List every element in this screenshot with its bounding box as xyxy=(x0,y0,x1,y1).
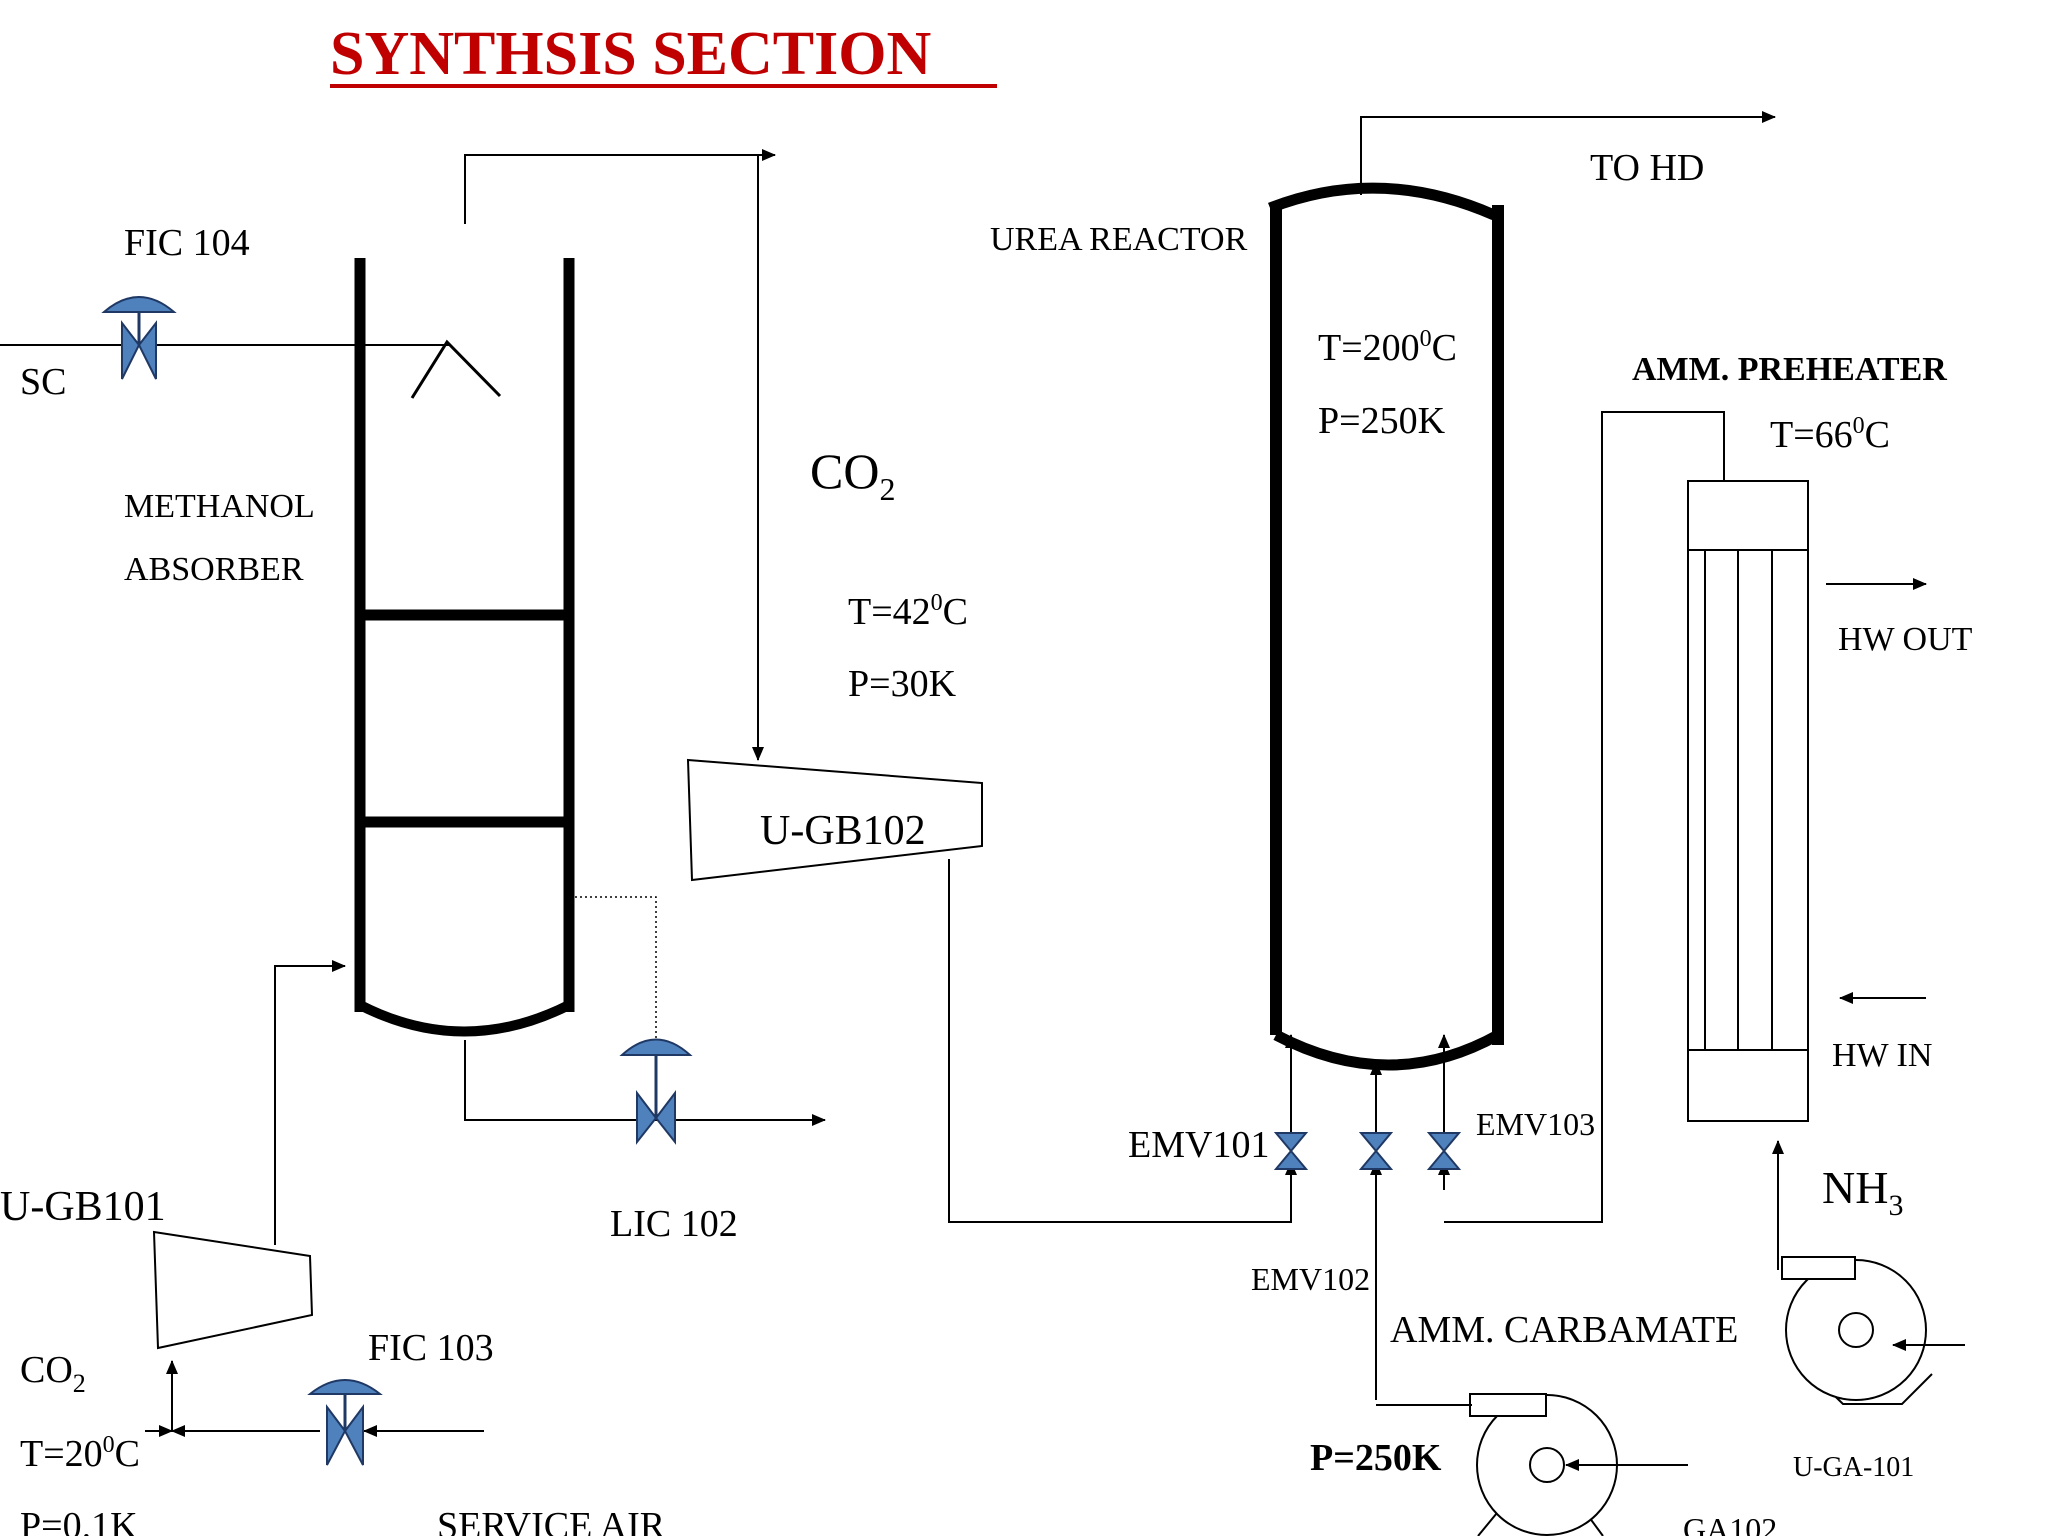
uga101-pump xyxy=(1781,1256,1933,1405)
lic102-control-valve[interactable] xyxy=(619,1038,693,1145)
absorber-pressure-label: P=30K xyxy=(848,663,957,705)
lic102-label: LIC 102 xyxy=(610,1203,738,1245)
emv103-valve[interactable] xyxy=(1426,1132,1462,1170)
co2-main-label: CO2 xyxy=(810,443,895,507)
ugb102-compressor xyxy=(686,758,983,882)
absorber-distributor xyxy=(410,339,502,399)
ugb101-label: U-GB101 xyxy=(0,1184,166,1230)
ugb101-compressor xyxy=(152,1230,314,1350)
absorber-overhead-line xyxy=(464,149,776,224)
to-hd-label: TO HD xyxy=(1590,147,1704,189)
feed-pressure-label: P=0.1K xyxy=(20,1505,138,1536)
sc-label: SC xyxy=(20,361,66,403)
fic104-label: FIC 104 xyxy=(124,222,250,264)
lic102-signal-line xyxy=(575,896,657,1048)
diagram-title: SYNTHSIS SECTION xyxy=(330,20,931,88)
fic103-control-valve[interactable] xyxy=(307,1379,383,1466)
fic103-label: FIC 103 xyxy=(368,1327,494,1369)
emv102-valve[interactable] xyxy=(1358,1132,1394,1170)
urea-reactor-label: UREA REACTOR xyxy=(990,221,1248,258)
ugb101-discharge-line xyxy=(274,960,346,1245)
uga101-label: U-GA-101 xyxy=(1793,1452,1914,1483)
hw-out-label: HW OUT xyxy=(1838,621,1973,658)
reactor-overhead-line xyxy=(1360,111,1776,195)
emv101-valve[interactable] xyxy=(1273,1132,1309,1170)
absorber-label: ABSORBER xyxy=(124,551,304,588)
ga102-pump xyxy=(1469,1393,1618,1536)
feed-temp-label: T=200C xyxy=(20,1432,140,1475)
emv102-label: EMV102 xyxy=(1251,1261,1370,1297)
hw-in-label: HW IN xyxy=(1832,1037,1932,1074)
carbamate-pressure-label: P=250K xyxy=(1310,1437,1442,1479)
emv101-label: EMV101 xyxy=(1128,1124,1269,1166)
reactor-temp-label: T=2000C xyxy=(1318,326,1457,369)
fic104-control-valve[interactable] xyxy=(101,296,177,380)
co2-feed-label: CO2 xyxy=(20,1349,86,1398)
urea-reactor-vessel xyxy=(1267,182,1504,1071)
ga102-label: GA102 xyxy=(1683,1511,1777,1536)
preheater-temp-label: T=660C xyxy=(1770,413,1890,456)
methanol-label: METHANOL xyxy=(124,488,315,525)
methanol-absorber-vessel xyxy=(354,258,575,1037)
emv103-label: EMV103 xyxy=(1476,1106,1595,1142)
reactor-pressure-label: P=250K xyxy=(1318,400,1446,442)
amm-preheater-label: AMM. PREHEATER xyxy=(1632,351,1947,388)
absorber-bottom-outlet xyxy=(464,1040,826,1126)
ugb102-discharge-line xyxy=(948,859,1292,1223)
amm-carbamate-label: AMM. CARBAMATE xyxy=(1390,1309,1738,1351)
preheater-outlet-line xyxy=(1444,411,1725,1223)
nh3-label: NH3 xyxy=(1822,1162,1903,1222)
ugb102-label: U-GB102 xyxy=(760,808,926,854)
service-air-label: SERVICE AIR xyxy=(437,1505,666,1536)
ammonia-preheater xyxy=(1687,480,1809,1122)
absorber-temp-label: T=420C xyxy=(848,590,968,633)
